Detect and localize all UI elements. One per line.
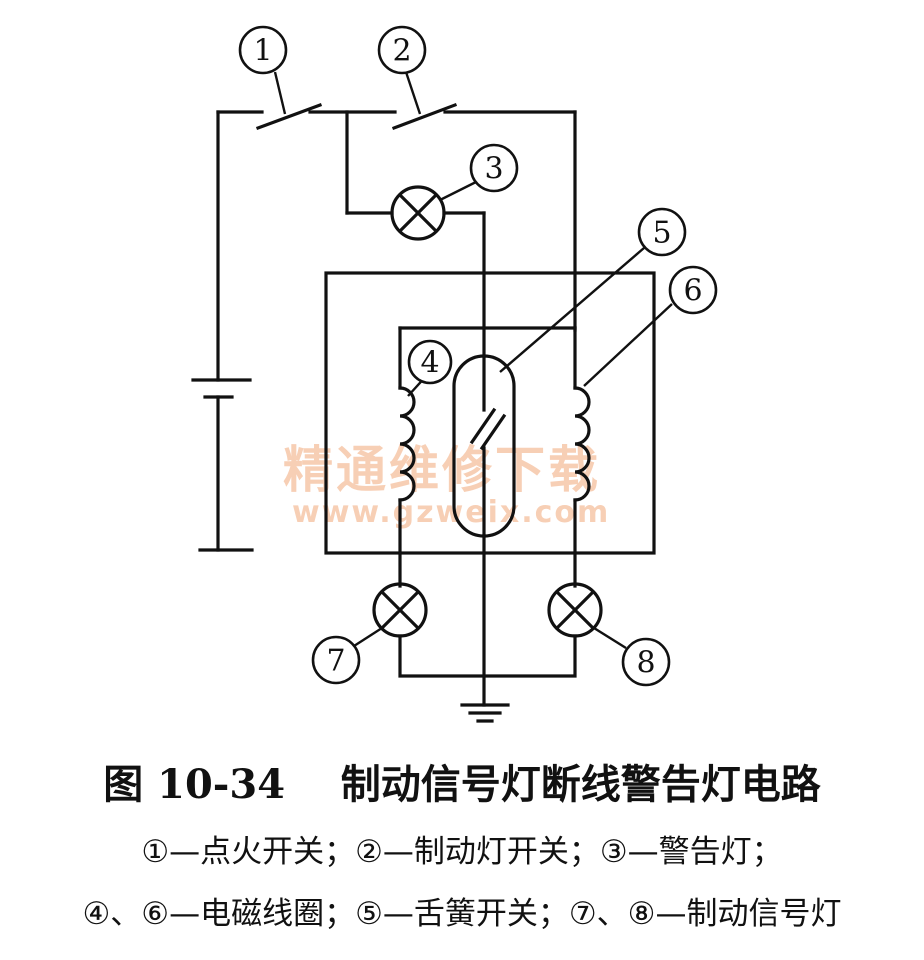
callout-5-leader [499, 247, 645, 373]
brake-lamp-return-wire [398, 634, 577, 678]
circuit-diagram: 精通维修下载 www.gzweix.com [191, 25, 718, 723]
brake-light-switch [391, 102, 577, 332]
callout-1: 1 [238, 25, 288, 75]
switch2-blade [391, 102, 458, 131]
switch1-blade [255, 102, 323, 131]
callout-1-label: 1 [253, 34, 272, 69]
brake-lamp-7-cross-b [379, 589, 421, 631]
callout-2: 2 [377, 25, 427, 75]
solenoid-coil-6 [573, 386, 591, 502]
figure-legend-line-1: ①—点火开关；②—制动灯开关；③—警告灯； [141, 834, 783, 870]
watermark: 精通维修下载 www.gzweix.com [283, 441, 610, 530]
callout-3: 3 [469, 143, 519, 193]
callout-1-leader [273, 71, 287, 115]
watermark-url: www.gzweix.com [292, 495, 610, 530]
solenoid-coil-4 [398, 386, 416, 502]
callout-8: 8 [621, 637, 671, 687]
coil6-windings [573, 386, 591, 502]
ground-symbol [460, 703, 510, 723]
callout-3-leader [439, 180, 477, 202]
battery [191, 110, 254, 552]
callout-7: 7 [311, 635, 361, 685]
callout-5-label: 5 [652, 216, 671, 251]
reed-contact-a [469, 407, 497, 445]
callout-2-leader [404, 71, 422, 115]
watermark-text: 精通维修下载 [283, 441, 601, 499]
callout-6-label: 6 [683, 274, 702, 309]
brake-lamp-8 [547, 582, 603, 638]
callout-3-label: 3 [484, 152, 503, 187]
callout-6: 6 [668, 265, 718, 315]
warning-lamp-cross-b [397, 192, 439, 234]
reed-contact-b [479, 413, 507, 451]
callout-4: 4 [407, 339, 453, 385]
figure-caption-title: 图 10-34 制动信号灯断线警告灯电路 [103, 761, 821, 808]
callout-8-label: 8 [636, 646, 655, 681]
callout-2-label: 2 [392, 34, 411, 69]
callout-7-label: 7 [326, 644, 345, 679]
relay-housing-outline [324, 271, 656, 555]
callout-4-label: 4 [420, 346, 439, 381]
callout-5: 5 [637, 207, 687, 257]
brake-lamp-8-cross-b [554, 589, 596, 631]
figure-legend-line-2: ④、⑥—电磁线圈；⑤—舌簧开关；⑦、⑧—制动信号灯 [82, 896, 842, 932]
callout-8-leader [593, 626, 627, 650]
coil4-windings [398, 386, 416, 502]
ignition-switch [216, 102, 397, 131]
callout-7-leader [353, 626, 383, 648]
callout-6-leader [583, 303, 673, 387]
warning-lamp [390, 185, 446, 241]
